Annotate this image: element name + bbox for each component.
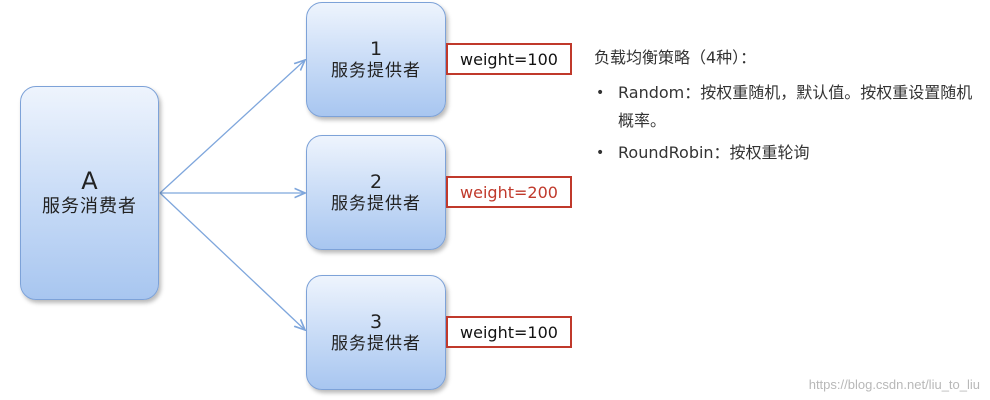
weight-label-2: weight=200	[446, 176, 572, 208]
watermark: https://blog.csdn.net/liu_to_liu	[808, 377, 980, 392]
arrow-to-provider-3	[159, 192, 305, 330]
consumer-id: A	[81, 167, 98, 195]
weight-label-1: weight=100	[446, 43, 572, 75]
strategy-item-random-text: Random：按权重随机，默认值。按权重设置随机概率。	[618, 83, 973, 130]
strategy-item-roundrobin-text: RoundRobin：按权重轮询	[618, 143, 810, 162]
provider-1-label: 服务提供者	[331, 60, 421, 81]
provider-3-id: 3	[369, 310, 383, 333]
provider-node-2: 2 服务提供者	[306, 135, 446, 250]
weight-label-3: weight=100	[446, 316, 572, 348]
provider-node-1: 1 服务提供者	[306, 2, 446, 117]
bullet-icon: •	[596, 145, 605, 161]
strategy-item-random: • Random：按权重随机，默认值。按权重设置随机概率。	[594, 79, 984, 135]
arrow-to-provider-1	[159, 60, 305, 194]
provider-3-label: 服务提供者	[331, 333, 421, 354]
strategy-title: 负载均衡策略（4种）：	[594, 48, 757, 67]
strategy-list: • Random：按权重随机，默认值。按权重设置随机概率。 • RoundRob…	[594, 79, 984, 167]
provider-1-id: 1	[369, 37, 383, 60]
consumer-node: A 服务消费者	[20, 86, 159, 300]
strategy-panel: 负载均衡策略（4种）： • Random：按权重随机，默认值。按权重设置随机概率…	[594, 47, 984, 171]
consumer-label: 服务消费者	[42, 196, 137, 217]
bullet-icon: •	[596, 85, 605, 101]
strategy-item-roundrobin: • RoundRobin：按权重轮询	[594, 139, 984, 167]
provider-2-id: 2	[369, 170, 383, 193]
provider-node-3: 3 服务提供者	[306, 275, 446, 390]
provider-2-label: 服务提供者	[331, 193, 421, 214]
